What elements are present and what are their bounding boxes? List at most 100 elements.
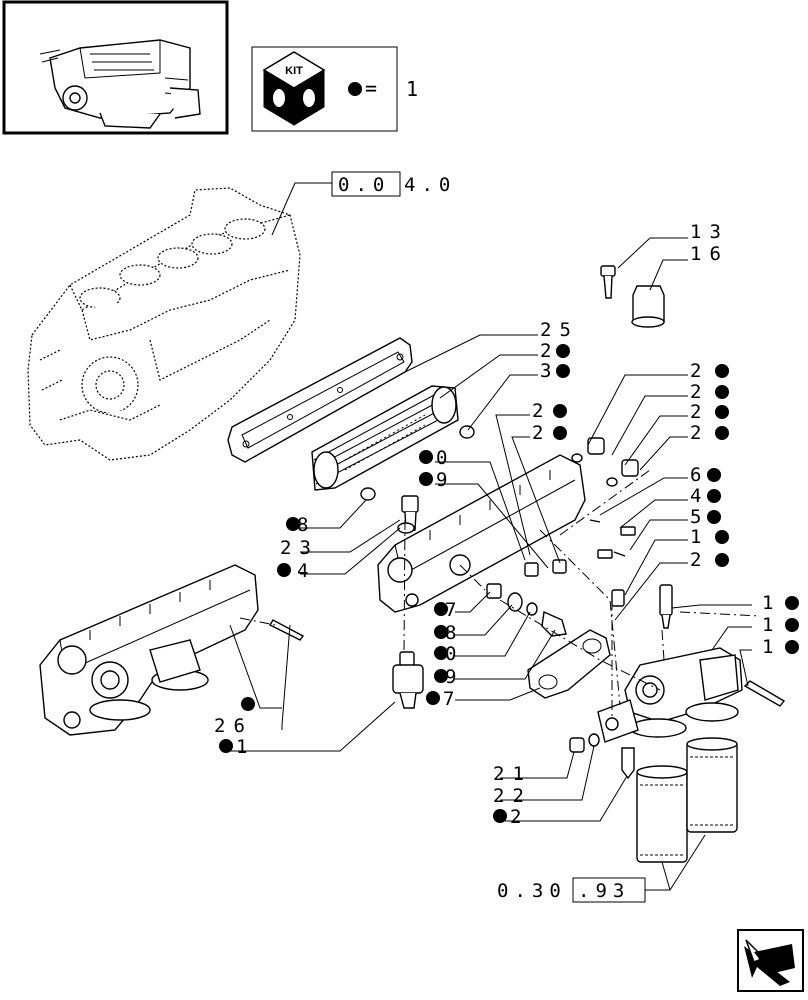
assembly-axes <box>239 469 761 718</box>
svg-text:1: 1 <box>690 526 709 548</box>
svg-text:16: 16 <box>690 243 729 265</box>
cooler-housing <box>377 454 586 613</box>
callout-labels: 13 16 25 2 3 2 2 2 2 2 2 0 9 6 4 5 8 23 … <box>214 221 799 828</box>
oil-filter-1 <box>636 765 688 863</box>
svg-text:.93: .93 <box>578 880 630 902</box>
svg-text:6: 6 <box>690 464 709 486</box>
svg-text:2: 2 <box>532 422 551 444</box>
svg-text:2: 2 <box>690 401 709 423</box>
callout-14: 1 <box>762 592 799 614</box>
callout-26: 26 <box>214 715 253 737</box>
callout-6: 6 <box>690 464 721 486</box>
callout-12: 2 <box>493 806 529 828</box>
callout-9: 9 <box>419 469 455 491</box>
filter-gasket <box>527 629 611 699</box>
ref-filter[interactable]: 0.30 .93 <box>497 877 646 903</box>
callout-16: 16 <box>690 243 729 265</box>
svg-text:5: 5 <box>690 506 709 528</box>
svg-text:26: 26 <box>214 715 253 737</box>
callout-2: 2 <box>532 400 567 422</box>
callout-2: 2 <box>540 340 570 362</box>
engine-thumbnail[interactable] <box>2 0 229 135</box>
svg-text:8: 8 <box>297 514 316 536</box>
svg-text:0.30: 0.30 <box>497 880 567 902</box>
callout-10: 0 <box>434 643 464 665</box>
svg-text:2: 2 <box>540 340 559 362</box>
callout-11: 1 <box>219 736 255 758</box>
next-page-arrow-icon[interactable] <box>737 929 804 992</box>
callout-1: 1 <box>690 526 729 548</box>
callout-15: 1 <box>762 614 799 636</box>
o-ring <box>360 487 376 501</box>
leader-lines <box>229 182 752 891</box>
oil-cooler-core <box>311 385 459 491</box>
callout-24: 4 <box>277 560 316 582</box>
callout-blank-dot <box>241 697 255 711</box>
callout-3: 3 <box>540 360 570 382</box>
callout-2: 2 <box>690 381 729 403</box>
callout-27: 7 <box>426 688 462 710</box>
cap-16 <box>631 285 665 328</box>
callout-10: 0 <box>419 447 455 469</box>
callout-25: 25 <box>540 319 579 341</box>
ref-block[interactable]: 0.0 4.0 <box>331 171 456 197</box>
svg-text:2: 2 <box>510 806 529 828</box>
kit-cube-icon: KIT <box>262 51 326 126</box>
svg-text:7: 7 <box>443 688 462 710</box>
thermostat <box>392 651 424 709</box>
svg-text:2: 2 <box>690 360 709 382</box>
svg-text:3: 3 <box>540 360 559 382</box>
kit-label: KIT <box>285 65 303 77</box>
filter-head <box>597 584 786 743</box>
svg-text:1: 1 <box>762 636 781 658</box>
svg-text:25: 25 <box>540 319 579 341</box>
svg-text:4.0: 4.0 <box>404 174 456 196</box>
callout-2: 2 <box>690 360 729 382</box>
callout-2: 2 <box>690 401 729 423</box>
assembled-housing <box>39 564 305 736</box>
svg-text:23: 23 <box>280 537 319 559</box>
callout-23: 23 <box>280 537 319 559</box>
valve-parts <box>486 583 567 637</box>
callout-2: 2 <box>532 422 567 444</box>
svg-text:0: 0 <box>445 643 464 665</box>
svg-text:21: 21 <box>493 763 532 785</box>
svg-text:1: 1 <box>762 614 781 636</box>
kit-equals: = <box>365 76 377 100</box>
svg-text:4: 4 <box>297 560 316 582</box>
callout-18: 1 <box>762 636 799 658</box>
filter-plugs <box>569 733 635 780</box>
callout-8: 8 <box>434 622 464 644</box>
callout-8: 8 <box>286 514 316 536</box>
svg-text:1: 1 <box>762 592 781 614</box>
o-ring <box>459 425 475 439</box>
svg-text:0.0: 0.0 <box>338 174 390 196</box>
svg-text:22: 22 <box>493 785 532 807</box>
callout-21: 21 <box>493 763 532 785</box>
svg-text:4: 4 <box>690 485 709 507</box>
callout-2: 2 <box>690 549 729 571</box>
callout-7: 7 <box>434 599 464 621</box>
svg-text:13: 13 <box>690 221 729 243</box>
kit-quantity: 1 <box>406 77 418 101</box>
kit-legend: KIT = 1 <box>251 46 418 132</box>
callout-13: 13 <box>690 221 729 243</box>
svg-text:2: 2 <box>690 549 709 571</box>
callout-2: 2 <box>690 422 729 444</box>
svg-text:7: 7 <box>445 599 464 621</box>
callout-9: 9 <box>434 666 464 688</box>
bolt-13 <box>600 265 616 299</box>
callout-22: 22 <box>493 785 532 807</box>
svg-text:9: 9 <box>445 666 464 688</box>
callout-4: 4 <box>690 485 721 507</box>
callout-5: 5 <box>690 506 721 528</box>
svg-text:2: 2 <box>690 422 709 444</box>
svg-text:1: 1 <box>236 736 255 758</box>
svg-text:9: 9 <box>436 469 455 491</box>
svg-text:8: 8 <box>445 622 464 644</box>
svg-text:2: 2 <box>690 381 709 403</box>
svg-text:0: 0 <box>436 447 455 469</box>
kit-bullet <box>348 82 362 96</box>
